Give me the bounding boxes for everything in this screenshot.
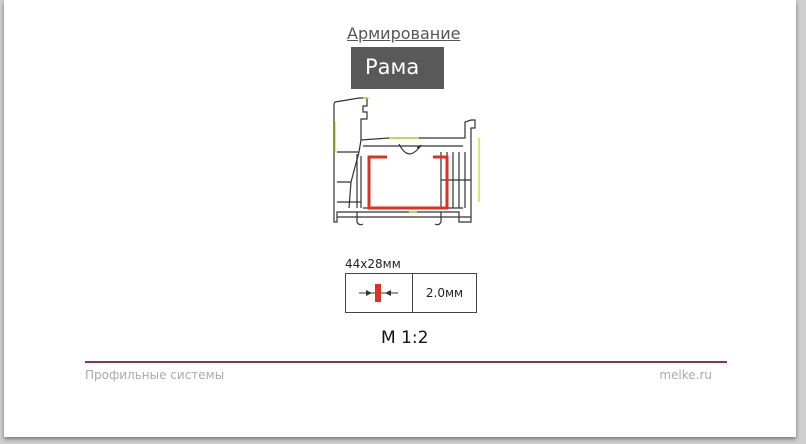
reinforcement-link[interactable]: Армирование [347, 24, 461, 43]
footer-divider [85, 361, 727, 363]
reinforcement-outline [367, 155, 449, 210]
frame-profile-drawing [333, 97, 480, 226]
scale-label: М 1:2 [381, 328, 429, 348]
thickness-table: 2.0мм [345, 273, 477, 313]
footer-website-link[interactable]: melke.ru [659, 368, 712, 382]
frame-label-overlay: Рама [351, 47, 444, 89]
reinforcement-dimensions: 44x28мм [345, 257, 401, 271]
footer-company: Профильные системы [85, 368, 225, 382]
thickness-value: 2.0мм [425, 286, 464, 300]
thickness-arrows-icon [346, 274, 413, 312]
frame-label: Рама [365, 55, 420, 79]
document-page: Армирование Рама 44x28мм 2.0мм М 1:2 Про… [4, 0, 796, 437]
